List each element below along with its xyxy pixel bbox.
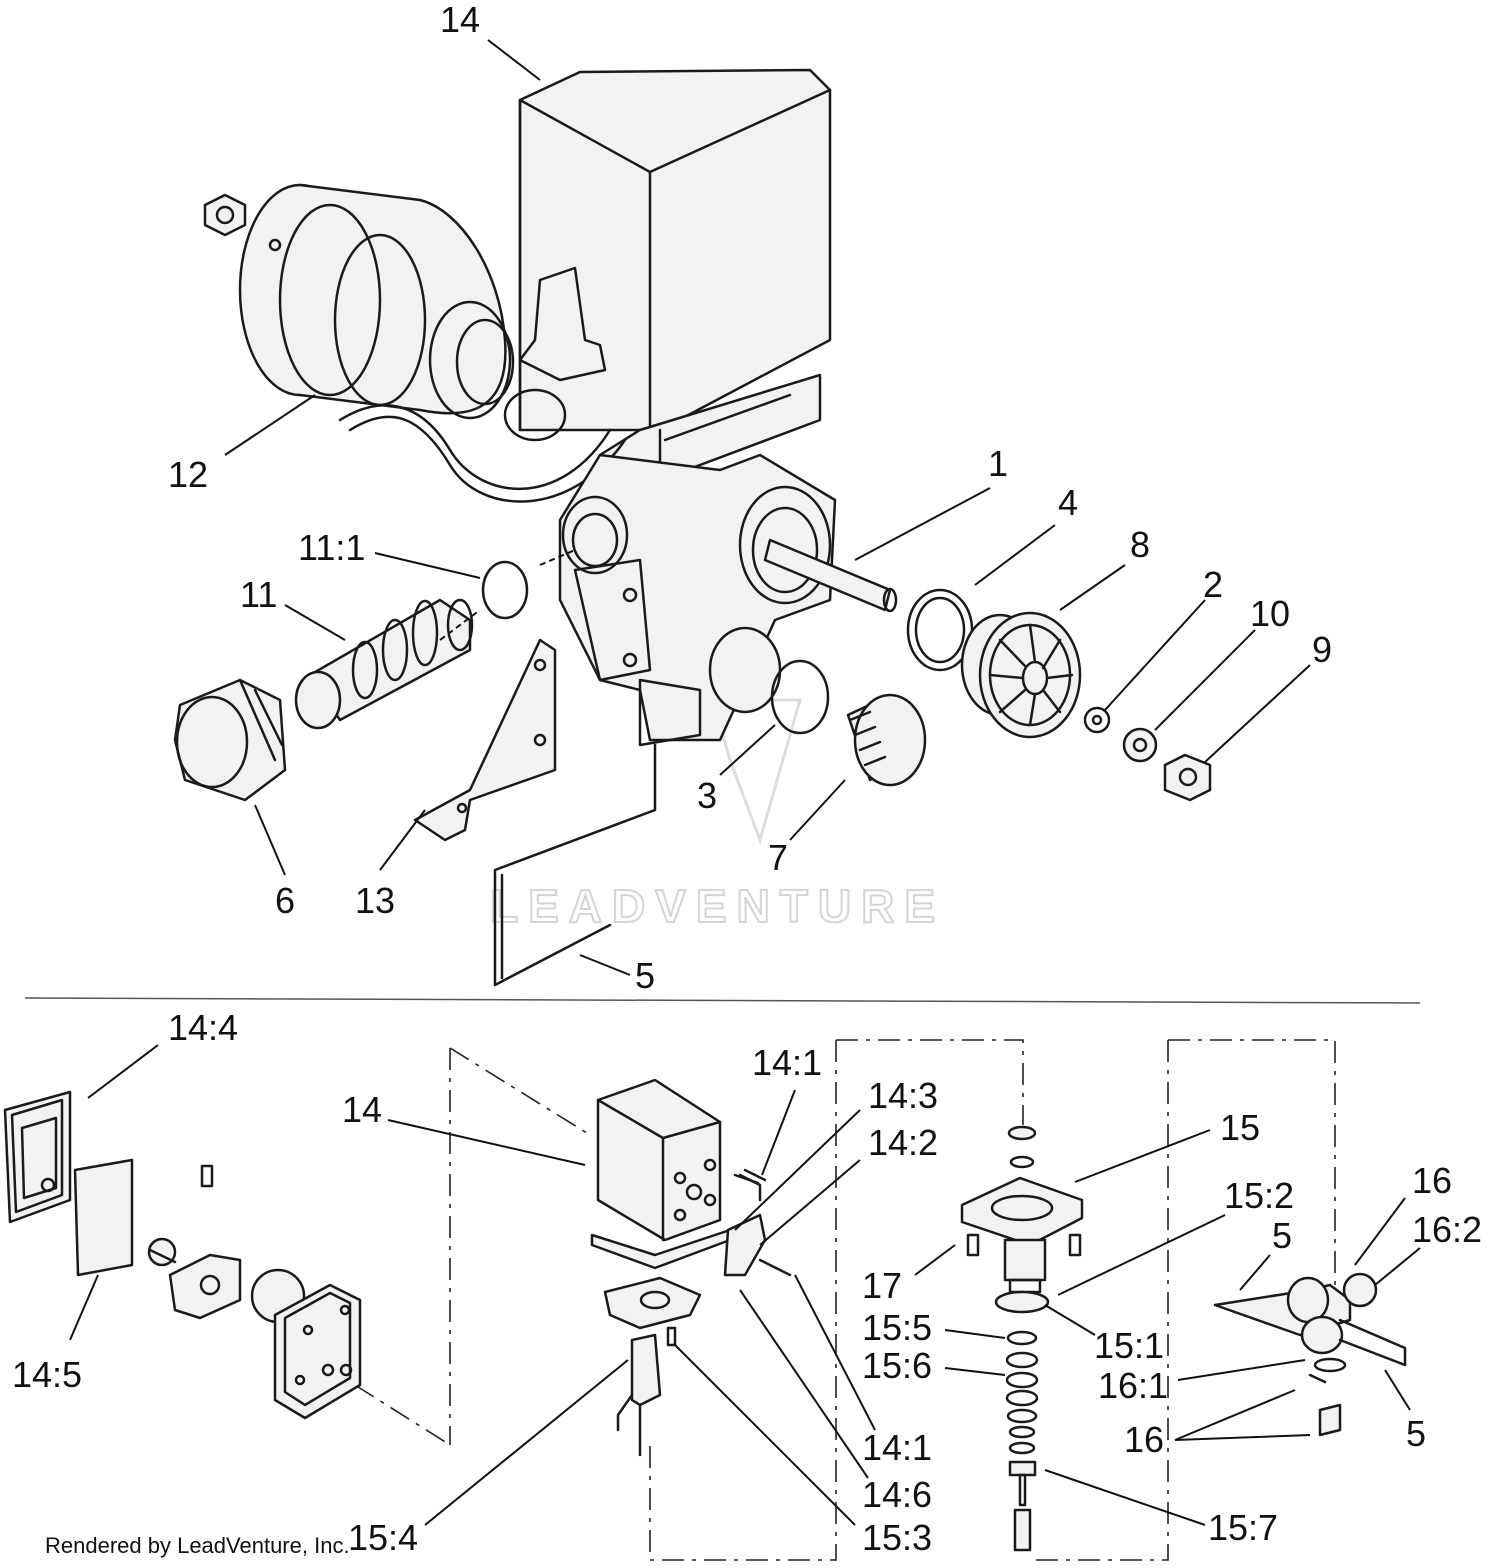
callout-16-2: 16:2 [1412, 1209, 1482, 1250]
callout-14: 14 [440, 0, 480, 40]
part-nut-top [203, 193, 247, 237]
callout-9: 9 [1312, 629, 1332, 670]
callout-12: 12 [168, 454, 208, 495]
callout-7: 7 [768, 837, 788, 878]
callout-14-1-top: 14:1 [752, 1042, 822, 1083]
dashed-grouping-lines [354, 1039, 1336, 1561]
callout-5-lower-top: 5 [1272, 1215, 1292, 1256]
part-fitting-11 [294, 598, 474, 730]
lower-assembly: 14:4 14:1 14:3 14:2 14 15 16 16:2 15:2 5… [3, 1007, 1482, 1561]
section-divider [24, 997, 1421, 1004]
callout-15-4: 15:4 [348, 1517, 418, 1558]
callout-14-4: 14:4 [168, 1007, 238, 1048]
callout-14-1-bottom: 14:1 [862, 1427, 932, 1468]
part-switch-block [250, 1268, 362, 1420]
part-lever [503, 266, 607, 442]
part-valve-stack-15 [960, 1125, 1084, 1552]
callout-1: 1 [988, 443, 1008, 484]
callout-14-5: 14:5 [12, 1354, 82, 1395]
callout-15-1: 15:1 [1094, 1325, 1164, 1366]
callout-15: 15 [1220, 1107, 1260, 1148]
callout-14-6: 14:6 [862, 1474, 932, 1515]
part-actuator-small [590, 1078, 732, 1270]
watermark-logo: LEADVENTURE [489, 638, 945, 933]
callout-14-3: 14:3 [868, 1075, 938, 1116]
part-o-ring-3 [770, 659, 830, 735]
part-gasket-14-5 [73, 1158, 134, 1277]
callout-15-3: 15:3 [862, 1517, 932, 1558]
lower-leader-lines [69, 1044, 1421, 1526]
callout-16-lower: 16 [1124, 1419, 1164, 1460]
callout-15-6: 15:6 [862, 1345, 932, 1386]
callout-5: 5 [635, 955, 655, 996]
callout-13: 13 [355, 880, 395, 921]
callout-8: 8 [1130, 524, 1150, 565]
part-o-ring-11-1 [481, 560, 529, 620]
part-mounting-plate [603, 1276, 702, 1330]
callout-14-2: 14:2 [868, 1122, 938, 1163]
callout-11: 11 [240, 574, 277, 615]
part-mount-bracket [168, 1253, 242, 1320]
callout-14-lower: 14 [342, 1089, 382, 1130]
part-cover-14-4 [3, 1090, 72, 1224]
part-valve-body-16 [1213, 1272, 1407, 1437]
callout-6: 6 [275, 880, 295, 921]
upper-assembly: LEADVENTURE [168, 0, 1332, 996]
callout-11-1: 11:1 [298, 527, 365, 568]
rendered-by-credit: Rendered by LeadVenture, Inc. [45, 1533, 350, 1558]
part-nut-9 [1163, 753, 1212, 802]
part-microswitch-15-4 [616, 1326, 677, 1457]
part-set-screw [147, 1164, 214, 1267]
part-gland-nut-6 [173, 678, 287, 802]
part-shaft [763, 538, 898, 613]
callout-16-1: 16:1 [1098, 1365, 1168, 1406]
part-bracket-13 [413, 638, 557, 842]
callout-16-top: 16 [1412, 1160, 1452, 1201]
callout-5-lower: 5 [1406, 1413, 1426, 1454]
callout-17: 17 [862, 1265, 902, 1306]
part-retaining-pin-5 [493, 743, 657, 987]
callout-15-7: 15:7 [1208, 1507, 1278, 1548]
callout-15-5: 15:5 [862, 1307, 932, 1348]
callout-15-2: 15:2 [1224, 1175, 1294, 1216]
callout-3: 3 [697, 775, 717, 816]
watermark-text: LEADVENTURE [490, 880, 945, 932]
part-motor-housing [238, 183, 627, 503]
upper-leader-lines [224, 39, 1311, 976]
callout-4: 4 [1058, 482, 1078, 523]
part-washer-2 [1083, 706, 1111, 734]
callout-10: 10 [1250, 593, 1290, 634]
callout-2: 2 [1203, 564, 1223, 605]
part-washer-10 [1122, 727, 1158, 763]
part-impeller-cap [960, 611, 1082, 739]
part-plug-7 [846, 693, 927, 787]
